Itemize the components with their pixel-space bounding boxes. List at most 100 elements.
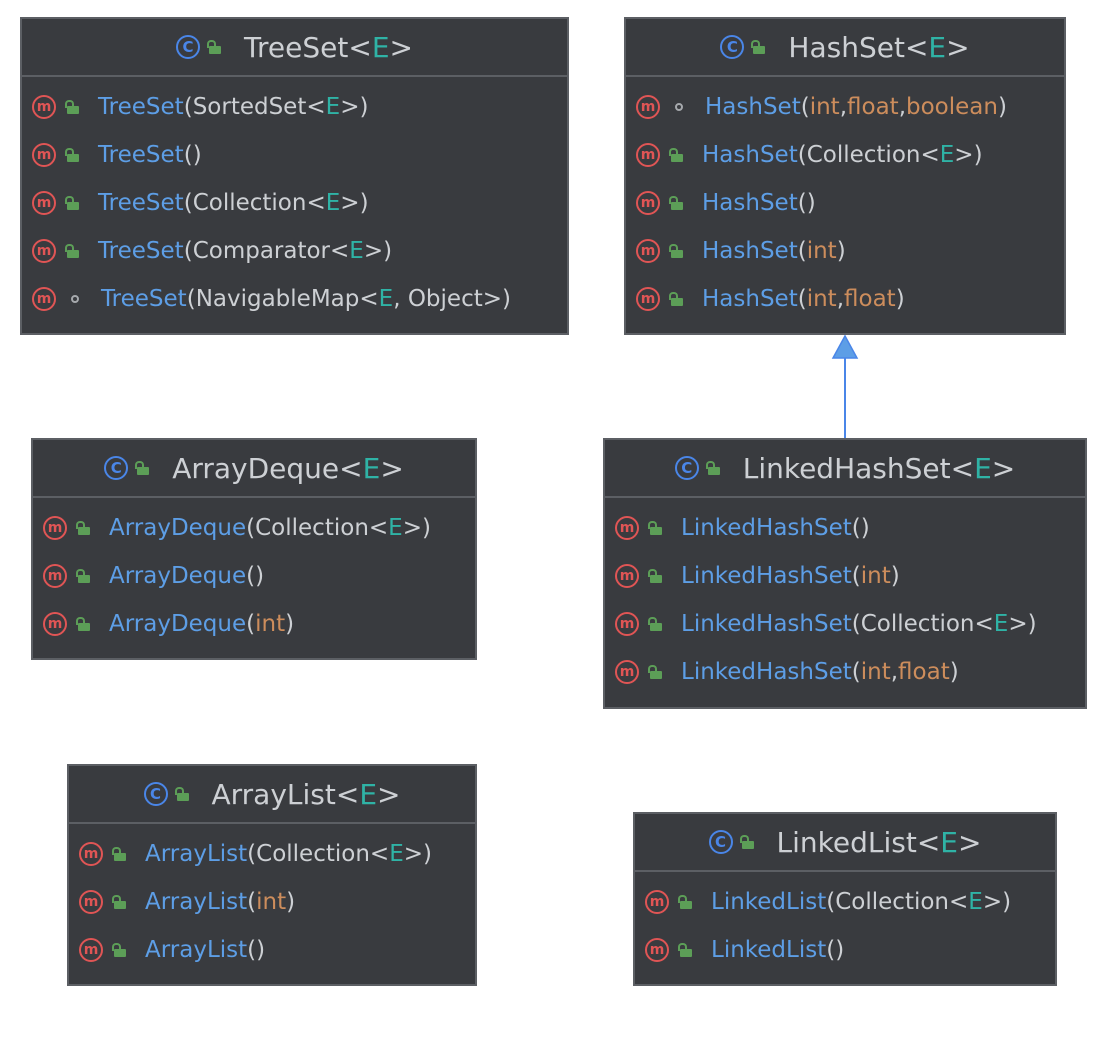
param: NavigableMap<E, Object> [196, 286, 502, 312]
paren-open: ( [183, 142, 193, 168]
paren-close: ) [383, 238, 393, 264]
public-lock-icon [678, 895, 693, 909]
type-param: E [362, 451, 381, 485]
paren-open: ( [246, 611, 256, 637]
param: Collection<E> [835, 889, 1002, 915]
type-text: SortedSet [192, 94, 307, 120]
constructor-name: ArrayDeque [109, 515, 247, 541]
type-text: < [306, 94, 326, 120]
method-m-icon: m [636, 191, 660, 215]
public-lock-icon [174, 787, 190, 801]
method-m-icon: m [636, 287, 660, 311]
paren-open: ( [826, 889, 836, 915]
public-lock-icon [739, 835, 755, 849]
method-m-icon: m [32, 239, 56, 263]
class-title: LinkedList<E> [777, 826, 982, 859]
paren-open: ( [797, 190, 807, 216]
method-m-icon: m [615, 660, 639, 684]
angle-open: < [916, 825, 941, 859]
constructor-name: ArrayList [145, 937, 248, 963]
param-sep: , [898, 94, 906, 120]
type-text: Collection [192, 190, 307, 216]
class-name: LinkedList [776, 825, 917, 859]
class-name: TreeSet [244, 30, 349, 64]
method-m-icon: m [645, 890, 669, 914]
type-param: E [993, 611, 1009, 637]
type-text: < [368, 515, 389, 541]
method-m-icon: m [32, 95, 56, 119]
param: int [255, 611, 286, 637]
constructor-name: TreeSet [98, 238, 184, 264]
constructor-name: TreeSet [98, 190, 184, 216]
angle-open: < [339, 451, 363, 485]
paren-open: ( [851, 659, 861, 685]
public-lock-icon [76, 617, 91, 631]
method-m-icon: m [79, 890, 103, 914]
type-text: Collection [256, 841, 370, 867]
angle-open: < [335, 777, 360, 811]
public-lock-icon [112, 895, 127, 909]
constructor-name: LinkedList [711, 889, 827, 915]
public-lock-icon [112, 847, 127, 861]
angle-close: > [380, 451, 404, 485]
constructor-name: TreeSet [98, 142, 184, 168]
paren-open: ( [826, 937, 836, 963]
param: float [844, 286, 896, 312]
method-m-icon: m [43, 516, 67, 540]
constructor-name: ArrayList [145, 841, 248, 867]
type-param: E [325, 190, 341, 216]
public-lock-icon [705, 461, 721, 475]
paren-open: ( [183, 190, 193, 216]
type-text: < [920, 142, 940, 168]
param: int [806, 286, 837, 312]
type-param: E [389, 841, 404, 867]
angle-open: < [348, 30, 372, 64]
constructor-row[interactable]: m LinkedList(Collection<E>) [635, 878, 1055, 926]
paren-close: ) [949, 659, 959, 685]
angle-close: > [389, 30, 413, 64]
public-lock-icon [648, 569, 663, 583]
paren-close: ) [1002, 889, 1012, 915]
constructor-name: TreeSet [101, 286, 187, 312]
constructor-name: LinkedList [711, 937, 827, 963]
type-text: > [982, 889, 1003, 915]
public-lock-icon [65, 100, 80, 114]
class-name: ArrayDeque [172, 451, 340, 485]
paren-close: ) [286, 889, 296, 915]
paren-close: ) [423, 841, 432, 867]
paren-close: ) [285, 611, 295, 637]
type-text: > [340, 190, 360, 216]
paren-open: ( [186, 286, 196, 312]
constructor-name: HashSet [702, 142, 798, 168]
